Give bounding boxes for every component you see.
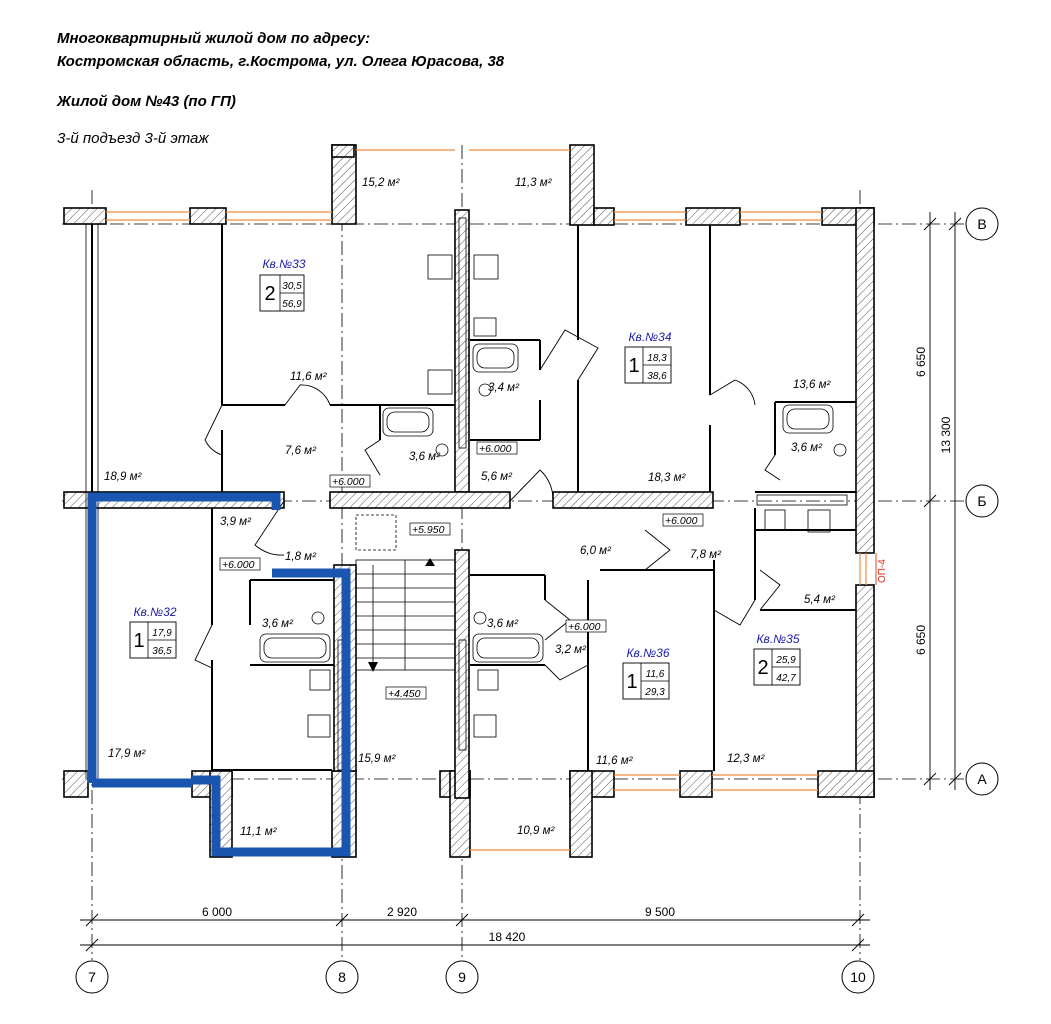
axis-bubble-b: [965, 484, 999, 518]
apartment-34-rooms: 1: [628, 355, 639, 377]
vent-ducts: [337, 217, 848, 771]
apartment-36-label: Кв.№36: [626, 646, 669, 660]
staircase: [355, 514, 456, 672]
level-mark: +6.000: [568, 621, 601, 633]
room-area: 5,4 м²: [804, 594, 836, 606]
axis-lines: [62, 145, 968, 960]
apartment-32-living: 17,9: [152, 628, 172, 639]
room-areas: 15,2 м² 11,3 м² 11,6 м² 7,6 м² 3,6 м² 3,…: [104, 177, 836, 838]
dim-v-b: 6 650: [914, 347, 928, 377]
room-area: 11,1 м²: [240, 826, 278, 838]
level-mark: +4.450: [388, 688, 421, 700]
title-line-1: Многоквартирный жилой дом по адресу:: [57, 30, 371, 47]
apartment-32: Кв.№32 1 17,9 36,5: [129, 605, 177, 659]
level-mark: +6.000: [665, 515, 698, 527]
axis-label-8: 8: [338, 969, 346, 985]
opening-mark: ОП-4: [877, 559, 888, 583]
apartment-36-rooms: 1: [626, 671, 637, 693]
axis-label-b: Б: [977, 493, 986, 509]
apartment-32-total: 36,5: [152, 646, 172, 657]
apartment-36-total: 29,3: [644, 687, 665, 698]
room-area: 1,8 м²: [285, 551, 317, 563]
apartment-35-living: 25,9: [775, 655, 796, 666]
floor-title: 3-й подъезд 3-й этаж: [57, 130, 209, 147]
axis-bubble-8: [325, 960, 359, 994]
axis-label-v: В: [977, 216, 986, 232]
apartment-32-outline: [87, 492, 281, 783]
apartment-34-label: Кв.№34: [628, 330, 671, 344]
room-area: 7,6 м²: [285, 445, 317, 457]
room-area: 3,2 м²: [555, 644, 587, 656]
apartment-36-living: 11,6: [646, 669, 665, 680]
apartment-34: Кв.№34 1 18,3 38,6: [624, 330, 672, 384]
right-dimensions: 6 650 6 650 13 300: [914, 212, 962, 790]
dim-8-9: 2 920: [387, 905, 417, 919]
title-line-2: Костромская область, г.Кострома, ул. Оле…: [57, 53, 505, 70]
apartment-32-label: Кв.№32: [133, 605, 176, 619]
apartment-35-label: Кв.№35: [756, 632, 799, 646]
room-area: 3,6 м²: [487, 618, 519, 630]
room-area: 11,6 м²: [596, 755, 634, 767]
room-area: 15,9 м²: [358, 753, 396, 765]
axis-label-a: А: [977, 771, 987, 787]
level-mark: +6.000: [332, 476, 365, 488]
axis-bubble-10: [841, 960, 875, 994]
bottom-dimensions: 6 000 2 920 9 500 18 420: [80, 905, 870, 952]
room-area: 17,9 м²: [108, 748, 146, 760]
dim-v-a: 13 300: [939, 416, 953, 453]
room-area: 10,9 м²: [517, 825, 555, 837]
apartment-33-living: 30,5: [282, 281, 302, 292]
room-area: 18,3 м²: [648, 472, 686, 484]
apartment-36: Кв.№36 1 11,6 29,3: [622, 646, 670, 700]
room-area: 3,9 м²: [220, 516, 252, 528]
apartment-33-total: 56,9: [282, 299, 302, 310]
room-area: 3,4 м²: [488, 382, 520, 394]
axis-bubble-7: [75, 960, 109, 994]
apartment-33-label: Кв.№33: [262, 257, 305, 271]
apartment-32-outline-closing: [92, 492, 351, 857]
apartment-33: Кв.№33 2 30,5 56,9: [259, 257, 306, 312]
axis-bubble-9: [445, 960, 479, 994]
room-area: 3,6 м²: [409, 451, 441, 463]
dim-b-a: 6 650: [914, 625, 928, 655]
axis-label-10: 10: [850, 969, 866, 985]
level-marks: +6.000 +6.000 +5.950 +6.000 +6.000 +6.00…: [219, 441, 704, 700]
house-title: Жилой дом №43 (по ГП): [57, 93, 236, 110]
level-mark: +5.950: [412, 524, 445, 536]
apartment-34-total: 38,6: [647, 371, 667, 382]
axis-bubbles: В Б А 7 8 9 10: [75, 207, 999, 994]
apartment-35-total: 42,7: [776, 673, 796, 684]
axis-bubble-a: [965, 762, 999, 796]
room-area: 11,6 м²: [290, 371, 328, 383]
room-area: 18,9 м²: [104, 471, 142, 483]
apartment-32-rooms: 1: [133, 630, 144, 652]
room-area: 3,6 м²: [791, 442, 823, 454]
room-area: 11,3 м²: [515, 177, 553, 189]
room-area: 5,6 м²: [481, 471, 513, 483]
axis-label-7: 7: [88, 969, 96, 985]
apartment-35: Кв.№35 2 25,9 42,7: [753, 632, 801, 686]
room-area: 6,0 м²: [580, 545, 612, 557]
axis-label-9: 9: [458, 969, 466, 985]
apartment-33-rooms: 2: [264, 283, 275, 305]
apartment-34-living: 18,3: [647, 353, 667, 364]
level-mark: +6.000: [222, 559, 255, 571]
room-area: 7,8 м²: [690, 549, 722, 561]
partitions: [211, 224, 856, 771]
dim-7-8: 6 000: [202, 905, 232, 919]
axis-bubble-v: [965, 207, 999, 241]
fixtures: [259, 254, 847, 738]
room-area: 3,6 м²: [262, 618, 294, 630]
windows: [106, 149, 867, 851]
dim-9-10: 9 500: [645, 905, 675, 919]
level-mark: +6.000: [479, 443, 512, 455]
dim-total: 18 420: [489, 930, 526, 944]
apartment-35-rooms: 2: [757, 657, 768, 679]
door-swings: [194, 329, 781, 681]
room-area: 15,2 м²: [362, 177, 400, 189]
room-area: 13,6 м²: [793, 379, 831, 391]
room-area: 12,3 м²: [727, 753, 765, 765]
